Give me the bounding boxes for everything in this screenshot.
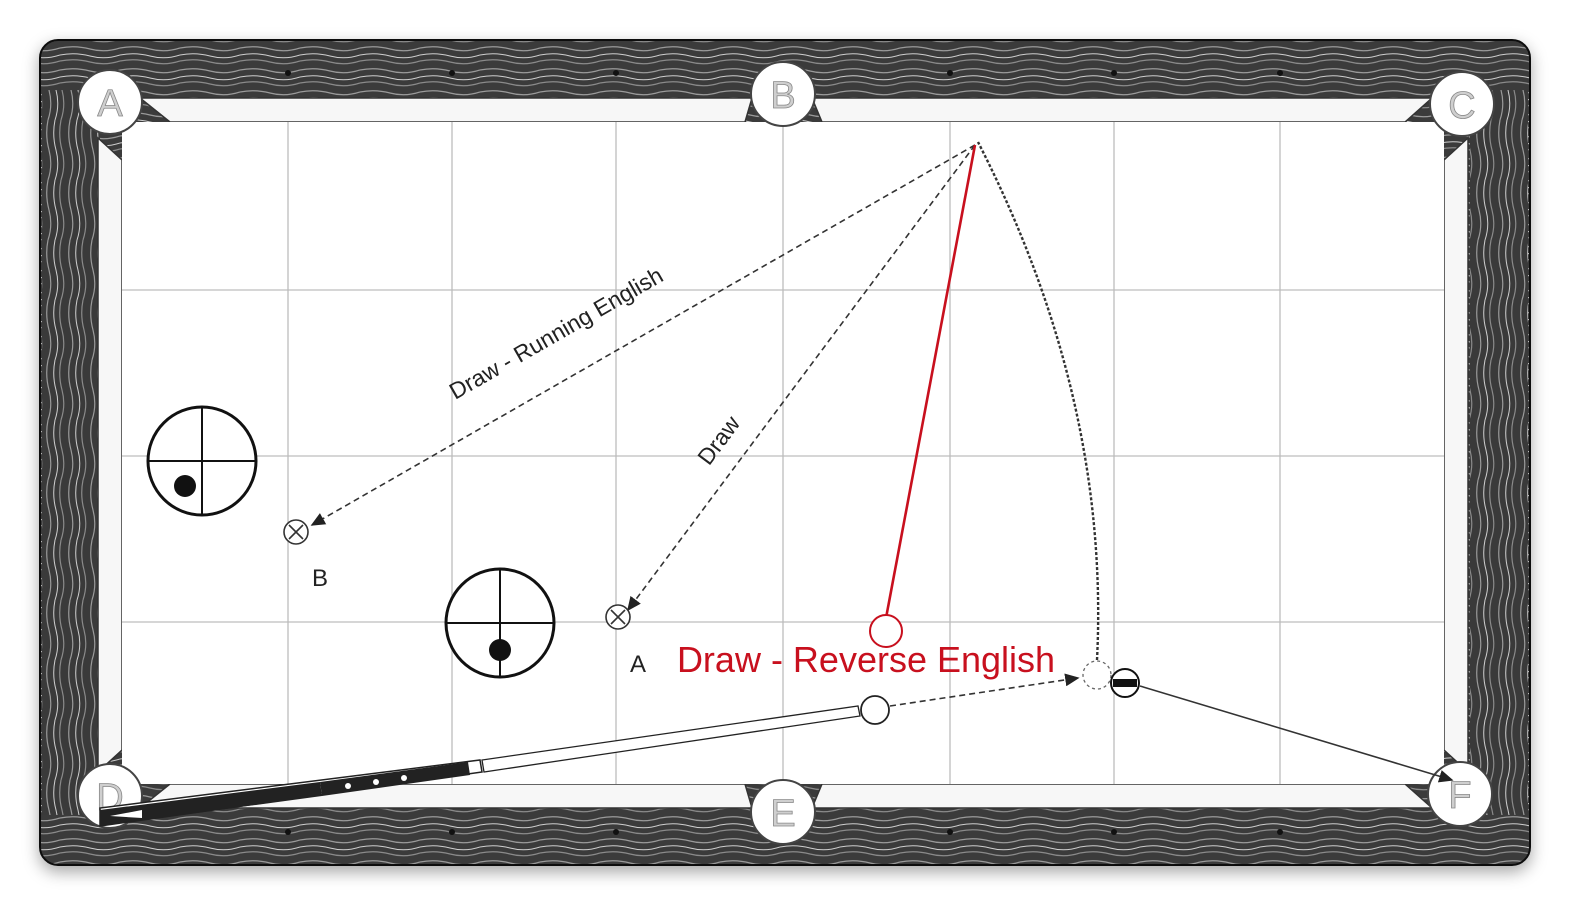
draw-running-english-path xyxy=(310,144,976,526)
rail-diamonds xyxy=(285,70,1283,835)
pocket-c: C xyxy=(1429,71,1495,137)
cue-tip-diagram-draw xyxy=(444,567,556,679)
cue-stick xyxy=(99,705,861,827)
cushion-left xyxy=(97,136,123,774)
target-a-marker xyxy=(605,604,631,630)
pocket-a: A xyxy=(77,69,143,135)
cue-ball-path xyxy=(889,673,1080,707)
pocket-f-label: F xyxy=(1448,775,1471,817)
target-b-label: B xyxy=(312,565,328,592)
pocket-c-label: C xyxy=(1448,85,1475,127)
right-rail xyxy=(1470,90,1528,815)
left-rail xyxy=(42,90,100,815)
cue-tip-diagram-running xyxy=(146,405,258,517)
pocket-f: F xyxy=(1427,761,1493,827)
ghost-ball xyxy=(1082,660,1112,690)
target-b-marker xyxy=(283,519,309,545)
curve-to-rail-path xyxy=(976,141,1100,661)
cushion-top-right xyxy=(810,97,1434,123)
draw-reverse-english-path xyxy=(884,144,977,619)
cushion-top-left xyxy=(137,97,753,123)
target-a-label: A xyxy=(630,651,646,678)
pocket-e-label: E xyxy=(770,793,795,835)
reverse-english-position-marker xyxy=(869,614,903,648)
draw-path xyxy=(627,144,976,612)
pocket-b: B xyxy=(750,61,816,127)
object-ball-path xyxy=(1139,685,1454,783)
cushion-bottom-right xyxy=(810,783,1434,809)
diamond-grid xyxy=(122,122,1444,784)
cushion-right xyxy=(1443,136,1469,774)
pocket-e: E xyxy=(750,779,816,845)
object-ball xyxy=(1110,668,1140,698)
pocket-b-label: B xyxy=(770,75,795,117)
cue-ball xyxy=(860,695,890,725)
pocket-a-label: A xyxy=(97,83,123,125)
draw-reverse-english-label: Draw - Reverse English xyxy=(677,639,1055,680)
